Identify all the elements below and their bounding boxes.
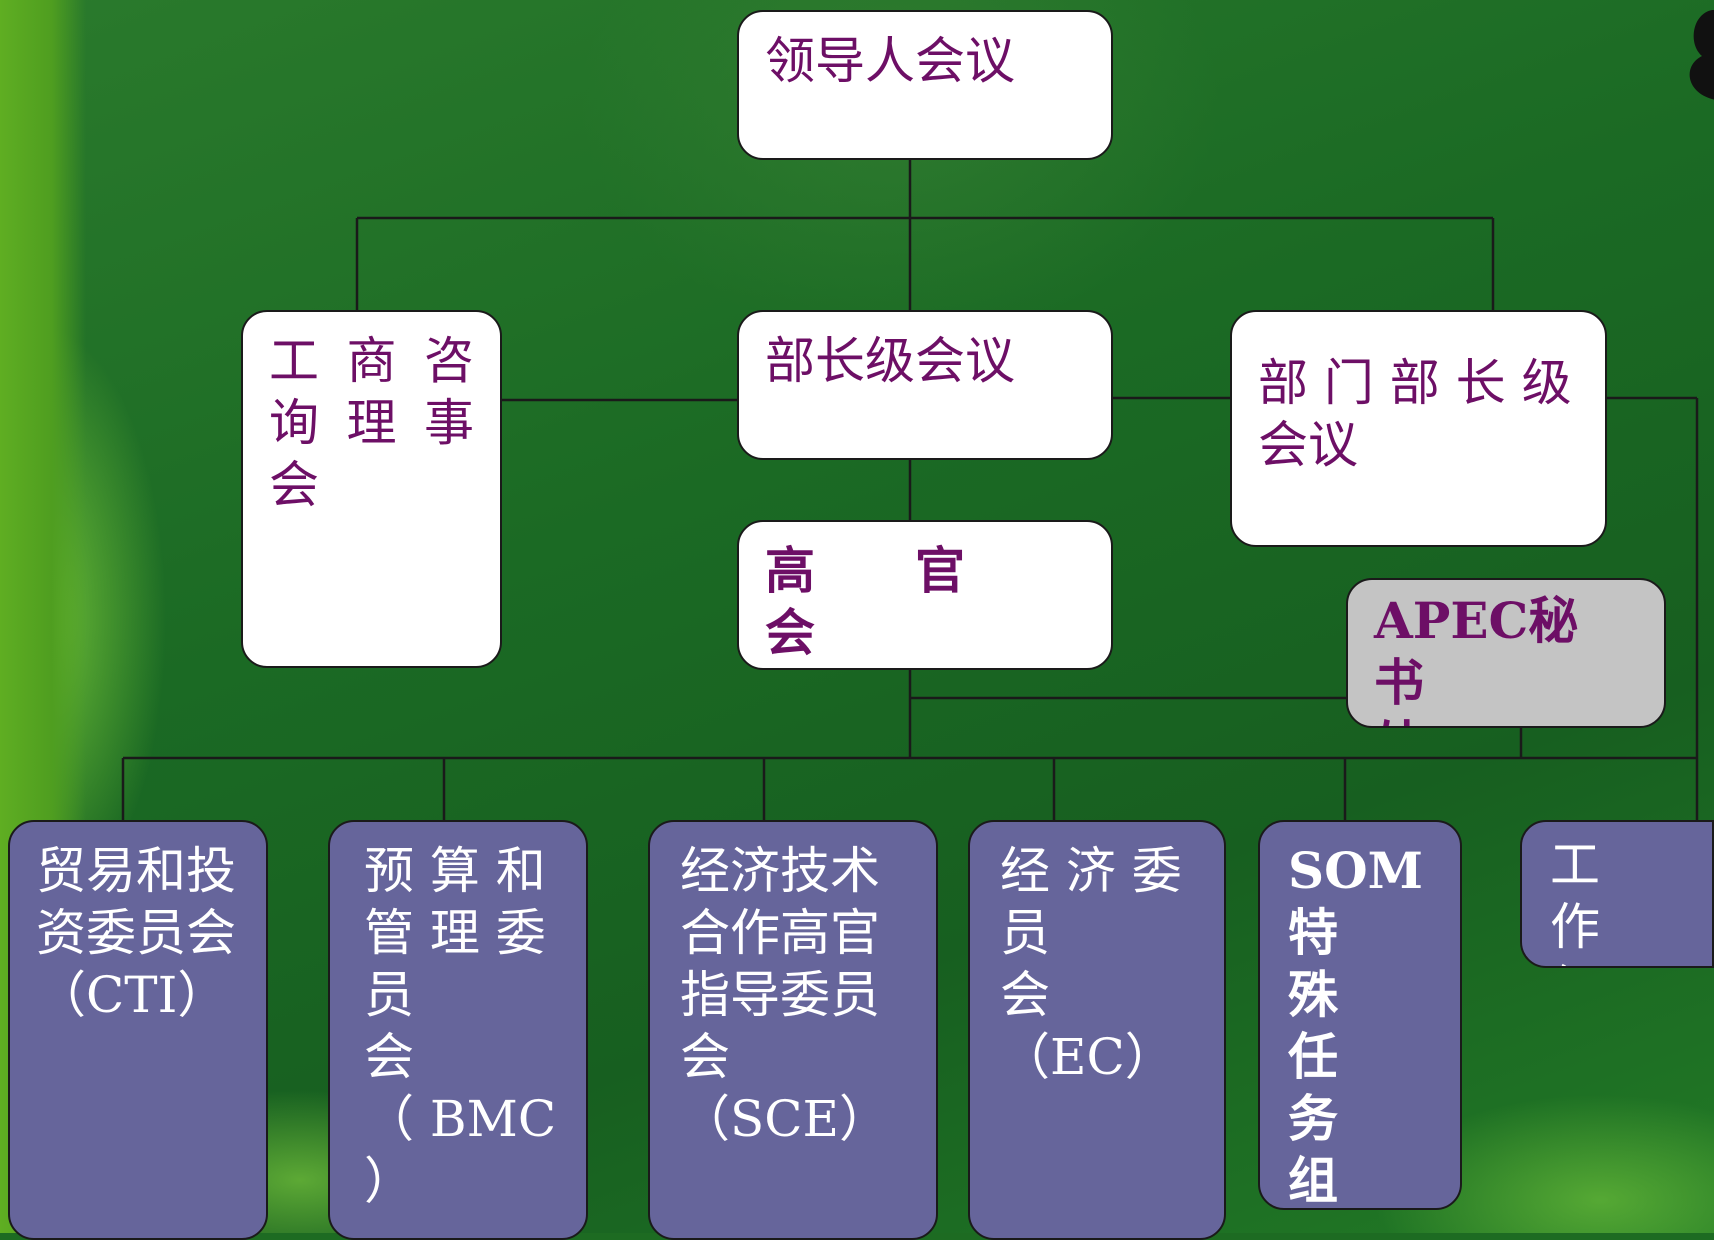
node-ec-label: 经 济 委 员 会 （EC） (1000, 842, 1182, 1086)
node-apec-secretariat: APEC秘 书 处 (1346, 578, 1666, 728)
node-sce-label: 经济技术 合作高官 指导委员 会 （SCE） (680, 842, 890, 1148)
node-som-label: 高 官 会 （SOM） (765, 541, 1000, 668)
node-som-special-task-group-label: SOM 特 殊 任 务 组 (1288, 841, 1424, 1210)
node-cti: 贸易和投 资委员会 （CTI） (8, 820, 268, 1240)
node-abac-label: 工 商 咨 询 理 事 会 (269, 332, 474, 514)
node-working-groups: 工 作 组 (1520, 820, 1714, 968)
node-ministerial-meeting-label: 部长级会议 (765, 332, 1015, 390)
node-apec-secretariat-label: APEC秘 书 处 (1374, 591, 1579, 726)
node-sce: 经济技术 合作高官 指导委员 会 （SCE） (648, 820, 938, 1240)
node-sectoral-ministerial-label: 部 门 部 长 级 会议 (1258, 354, 1572, 474)
node-abac: 工 商 咨 询 理 事 会 (241, 310, 502, 668)
node-ministerial-meeting: 部长级会议 (737, 310, 1113, 460)
node-working-groups-label: 工 作 组 (1550, 836, 1600, 966)
node-bmc: 预 算 和 管 理 委 员 会 （ BMC ） (328, 820, 588, 1240)
node-cti-label: 贸易和投 资委员会 （CTI） (36, 842, 236, 1024)
node-sectoral-ministerial: 部 门 部 长 级 会议 (1230, 310, 1607, 547)
node-som-special-task-group: SOM 特 殊 任 务 组 (1258, 820, 1462, 1210)
node-bmc-label: 预 算 和 管 理 委 员 会 （ BMC ） (364, 842, 557, 1210)
corner-decoration-icon (1689, 10, 1714, 100)
node-som: 高 官 会 （SOM） (737, 520, 1113, 670)
node-ec: 经 济 委 员 会 （EC） (968, 820, 1226, 1240)
node-leaders-meeting-label: 领导人会议 (765, 32, 1015, 90)
node-leaders-meeting: 领导人会议 (737, 10, 1113, 160)
